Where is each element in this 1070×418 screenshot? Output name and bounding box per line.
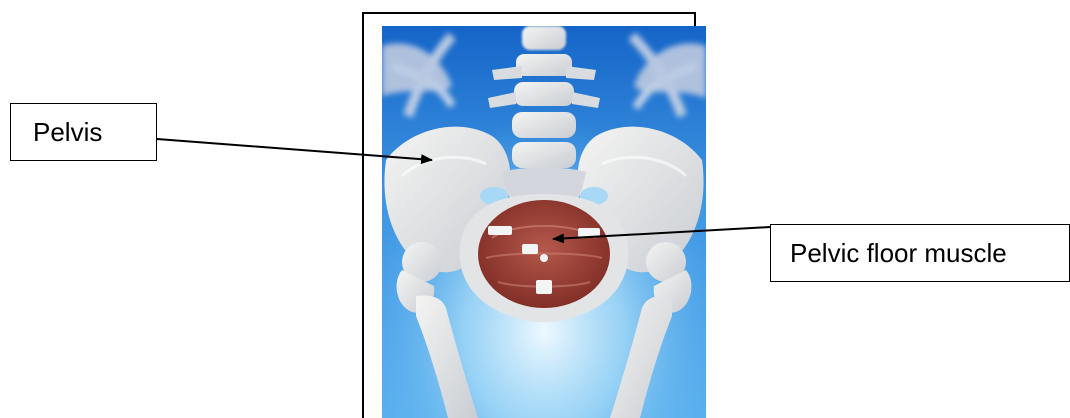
pelvis-illustration bbox=[382, 26, 706, 418]
pelvic-floor-callout: Pelvic floor muscle bbox=[770, 224, 1070, 282]
pelvic-floor-label: Pelvic floor muscle bbox=[790, 238, 1007, 269]
pelvis-label: Pelvis bbox=[33, 117, 102, 148]
pelvic-floor-muscle bbox=[478, 200, 610, 308]
pelvis-callout: Pelvis bbox=[10, 103, 157, 161]
